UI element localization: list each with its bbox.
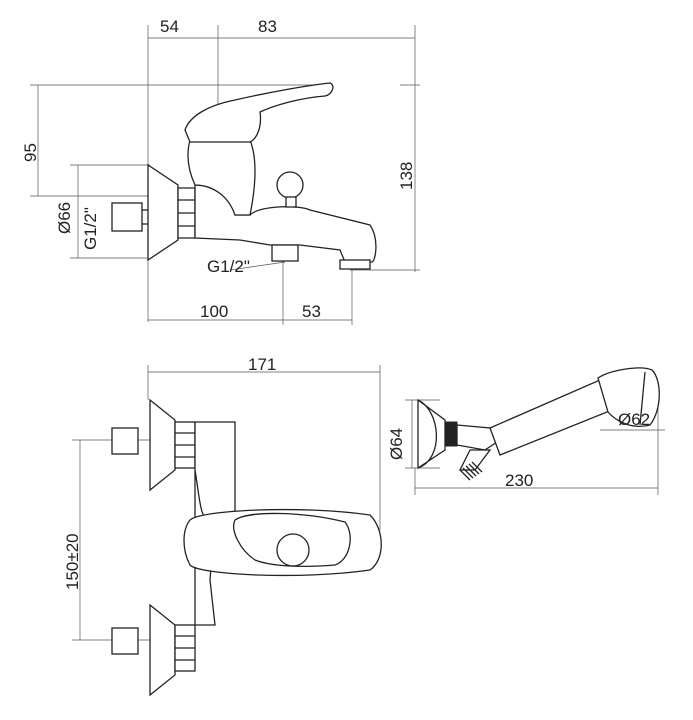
dim-62: Ø62 <box>618 410 650 429</box>
bracket-ring <box>444 421 458 447</box>
upper-wall-flange <box>149 398 176 492</box>
wall-flange <box>147 163 179 262</box>
dim-95: 95 <box>21 143 40 162</box>
dim-171: 171 <box>248 355 276 374</box>
lever-handle <box>184 82 334 143</box>
side-view: 54 83 95 Ø66 G1/2" 138 G1/2" 100 53 <box>21 17 420 325</box>
hand-shower-dimension-lines <box>405 399 665 495</box>
dim-230: 230 <box>505 471 533 490</box>
mixer-cartridge <box>187 139 256 216</box>
dim-inlet-thread: G1/2" <box>81 207 100 250</box>
hose-fitting <box>458 449 492 471</box>
dim-54: 54 <box>160 17 179 36</box>
lower-inlet-nut <box>111 627 139 655</box>
hose <box>459 461 483 481</box>
diverter-knob <box>276 171 304 199</box>
dim-138: 138 <box>397 162 416 190</box>
front-view: 171 150±20 <box>63 355 382 697</box>
shower-handle <box>489 379 613 456</box>
dim-64: Ø64 <box>387 428 406 460</box>
dim-53: 53 <box>302 302 321 321</box>
spout-aerator <box>339 259 371 270</box>
dim-83: 83 <box>258 17 277 36</box>
inlet-nut <box>111 202 143 232</box>
diverter-knob-front <box>276 533 310 567</box>
dim-centers: 150±20 <box>63 533 82 590</box>
dim-100: 100 <box>200 302 228 321</box>
side-view-dimension-lines <box>30 25 420 325</box>
lower-wall-flange <box>149 603 176 697</box>
dim-outlet-thread: G1/2" <box>207 257 250 276</box>
shower-outlet <box>271 244 299 262</box>
upper-inlet-nut <box>111 427 139 455</box>
shower-wall-bracket <box>417 398 446 469</box>
bracket-arm <box>456 424 501 451</box>
dim-flange-66: Ø66 <box>55 202 74 234</box>
hand-shower: Ø64 Ø62 230 <box>387 367 665 495</box>
